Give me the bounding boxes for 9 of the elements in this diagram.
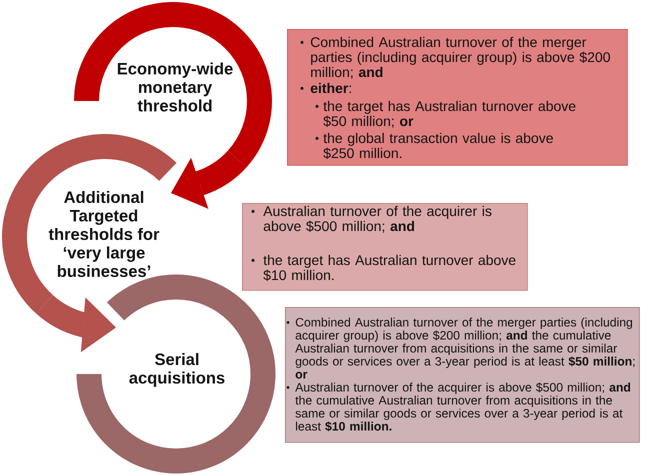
curved-arrow — [36, 294, 116, 352]
list-item: Australian turnover of the acquirer is above $500 million; and — [263, 206, 492, 233]
ring-arc: Additional Targeted thresholds for ‘very large businesses’ — [2, 134, 176, 314]
list-item: the global transaction value is above $250 million. — [323, 132, 553, 159]
list-item: either: — [310, 82, 351, 94]
list-item: Australian turnover of the acquirer is above $500 million; and the cumulative Australian turnover from acquisitions in the same or similar goods or services over a 3-year period is at least $10 million. — [295, 382, 630, 432]
list-item: Combined Australian turnover of the merger parties (including acquirer group) is above $200 million; and the cumulative Australian turnover from acquisitions in the same or similar goods or services over a 3-year period is at least $50 million; or — [295, 318, 634, 379]
curved-arrow — [170, 150, 246, 209]
ring-arc: Economy-wide monetary threshold — [74, 2, 272, 167]
